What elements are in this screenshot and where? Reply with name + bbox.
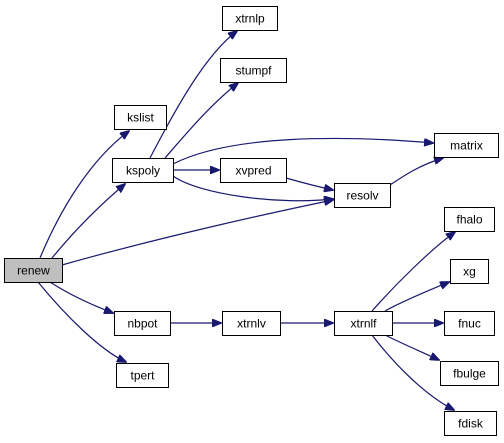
node-box-xtrnlp[interactable] [222, 6, 278, 31]
node-label-matrix: matrix [450, 139, 483, 153]
nodes-layer: renew kslist kspoly xtrnlp stumpf xvpred matri… [4, 6, 499, 436]
node-box-fdisk[interactable] [444, 411, 497, 436]
node-label-xg: xg [463, 265, 476, 279]
node-box-xtrnlv[interactable] [222, 311, 281, 336]
node-box-stumpf[interactable] [220, 58, 287, 83]
node-box-fbulge[interactable] [440, 361, 499, 386]
edge-kspoly-to-resolv [172, 175, 333, 201]
node-box-fhalo[interactable] [444, 207, 495, 232]
node-box-xg[interactable] [450, 259, 489, 284]
node-label-fnuc: fnuc [458, 317, 481, 331]
edge-xtrnlf-to-fdisk [371, 334, 454, 410]
edge-xtrnlf-to-fhalo [371, 232, 455, 312]
edge-kspoly-to-matrix [172, 137, 433, 165]
edge-kspoly-to-xtrnlp [149, 31, 237, 159]
node-label-stumpf: stumpf [235, 64, 272, 78]
node-fbulge[interactable]: fbulge [440, 361, 499, 386]
edge-renew-to-resolv [61, 200, 333, 266]
node-matrix[interactable]: matrix [434, 133, 499, 158]
node-label-nbpot: nbpot [127, 317, 158, 331]
node-xtrnlf[interactable]: xtrnlf [334, 311, 393, 336]
edge-xvpred-to-resolv [285, 177, 333, 190]
edge-kspoly-to-stumpf [164, 83, 238, 159]
node-fhalo[interactable]: fhalo [444, 207, 495, 232]
node-label-kspoly: kspoly [126, 164, 160, 178]
node-label-fbulge: fbulge [453, 367, 486, 381]
node-kslist[interactable]: kslist [114, 105, 167, 130]
node-xvpred[interactable]: xvpred [220, 158, 287, 183]
edge-renew-to-kslist [39, 131, 129, 259]
node-xtrnlp[interactable]: xtrnlp [222, 6, 278, 31]
node-label-xtrnlp: xtrnlp [235, 12, 265, 26]
node-box-matrix[interactable] [434, 133, 499, 158]
node-box-nbpot[interactable] [114, 311, 171, 336]
node-label-renew: renew [17, 264, 50, 278]
node-label-fdisk: fdisk [458, 417, 484, 431]
edge-resolv-to-matrix [389, 158, 443, 186]
node-fdisk[interactable]: fdisk [444, 411, 497, 436]
node-box-tpert[interactable] [116, 363, 169, 388]
node-box-renew[interactable] [4, 258, 63, 283]
node-resolv[interactable]: resolv [334, 183, 391, 208]
node-xg[interactable]: xg [450, 259, 489, 284]
edge-renew-to-kspoly [51, 184, 125, 259]
node-box-xtrnlf[interactable] [334, 311, 393, 336]
node-label-kslist: kslist [127, 111, 154, 125]
node-stumpf[interactable]: stumpf [220, 58, 287, 83]
node-renew[interactable]: renew [4, 258, 63, 283]
node-label-resolv: resolv [346, 189, 378, 203]
node-box-kspoly[interactable] [112, 158, 174, 183]
node-fnuc[interactable]: fnuc [444, 311, 495, 336]
edge-xtrnlf-to-fbulge [384, 334, 439, 360]
node-label-tpert: tpert [130, 369, 155, 383]
node-tpert[interactable]: tpert [116, 363, 169, 388]
edges-layer [37, 31, 455, 410]
node-label-xtrnlv: xtrnlv [237, 317, 266, 331]
node-label-xtrnlf: xtrnlf [350, 317, 377, 331]
node-xtrnlv[interactable]: xtrnlv [222, 311, 281, 336]
node-box-fnuc[interactable] [444, 311, 495, 336]
node-box-resolv[interactable] [334, 183, 391, 208]
node-label-fhalo: fhalo [456, 213, 482, 227]
node-kspoly[interactable]: kspoly [112, 158, 174, 183]
node-box-xvpred[interactable] [220, 158, 287, 183]
edge-renew-to-tpert [37, 281, 126, 362]
node-nbpot[interactable]: nbpot [114, 311, 171, 336]
edge-xtrnlf-to-xg [384, 282, 449, 312]
node-box-kslist[interactable] [114, 105, 167, 130]
edge-renew-to-nbpot [49, 281, 113, 313]
node-label-xvpred: xvpred [235, 164, 271, 178]
